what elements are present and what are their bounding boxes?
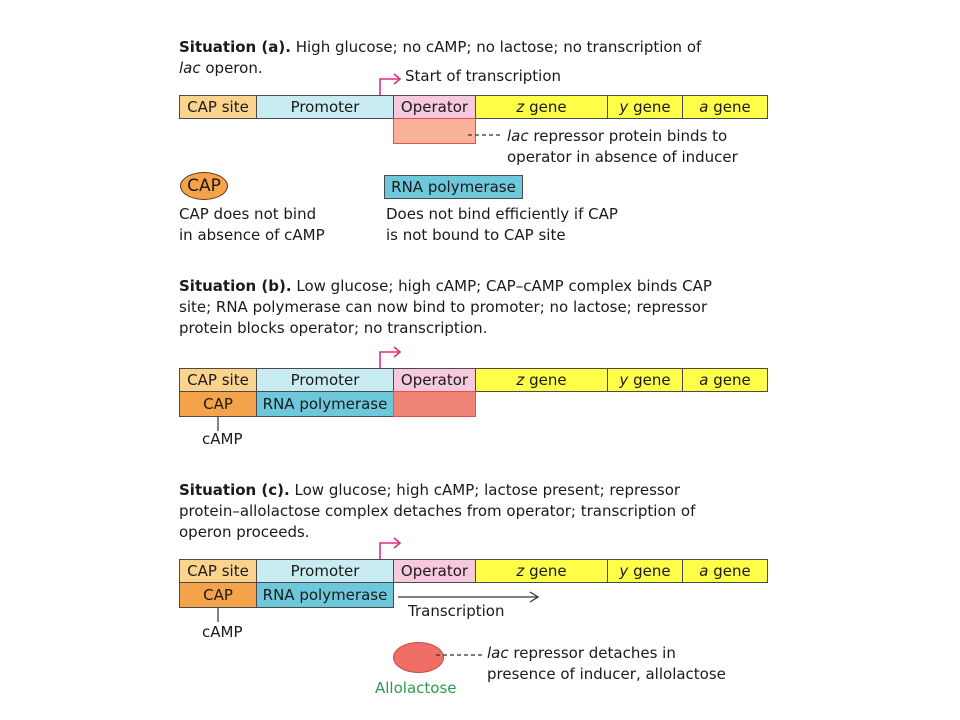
rna-polymerase-bound-c: RNA polymerase (256, 582, 394, 608)
y-gene-segment: y gene (607, 95, 683, 119)
situation-a-heading: Situation (a). High glucose; no cAMP; no… (179, 37, 779, 79)
z-gene-segment: z gene (475, 368, 608, 392)
cap-site-segment: CAP site (179, 559, 257, 583)
transcription-arrow-c (398, 591, 540, 603)
rna-polymerase-bound-b: RNA polymerase (256, 391, 394, 417)
z-gene-letter: z (516, 371, 525, 389)
situation-b-heading-line2: site; RNA polymerase can now bind to pro… (179, 298, 708, 316)
situation-c-heading-line2: protein–allolactose complex detaches fro… (179, 502, 696, 520)
y-gene-segment: y gene (607, 368, 683, 392)
situation-b-heading: Situation (b). Low glucose; high cAMP; C… (179, 276, 779, 339)
repressor-detach-note-lac: lac (487, 644, 509, 662)
y-gene-word: gene (628, 98, 671, 116)
lac-repressor-bound-a (393, 118, 476, 144)
rnap-note-line2: is not bound to CAP site (386, 226, 566, 244)
y-gene-letter: y (619, 98, 629, 116)
camp-label-c: cAMP (202, 623, 243, 641)
situation-a-heading-line2: operon. (200, 59, 263, 77)
repressor-detaches-note: lac repressor detaches in presence of in… (487, 643, 726, 685)
lac-repressor-bound-b (393, 391, 476, 417)
operator-segment: Operator (393, 368, 476, 392)
situation-a-heading-line1: High glucose; no cAMP; no lactose; no tr… (290, 38, 702, 56)
situation-c-heading-line3: operon proceeds. (179, 523, 310, 541)
a-gene-letter: a (699, 371, 709, 389)
z-gene-segment: z gene (475, 559, 608, 583)
z-gene-letter: z (516, 562, 525, 580)
a-gene-letter: a (699, 98, 709, 116)
a-gene-word: gene (708, 98, 751, 116)
cap-site-segment: CAP site (179, 95, 257, 119)
situation-b-heading-line3: protein blocks operator; no transcriptio… (179, 319, 488, 337)
a-gene-letter: a (699, 562, 709, 580)
a-gene-segment: a gene (682, 95, 768, 119)
transcription-start-arrow-c (379, 537, 402, 559)
transcription-start-arrow-b (379, 346, 402, 368)
cap-no-bind-note: CAP does not bind in absence of cAMP (179, 204, 325, 246)
repressor-note-line1: repressor protein binds to (528, 127, 728, 145)
y-gene-word: gene (628, 562, 671, 580)
y-gene-letter: y (619, 562, 629, 580)
a-gene-segment: a gene (682, 559, 768, 583)
a-gene-segment: a gene (682, 368, 768, 392)
transcription-label: Transcription (408, 602, 505, 620)
z-gene-word: gene (524, 371, 567, 389)
y-gene-segment: y gene (607, 559, 683, 583)
a-gene-word: gene (708, 562, 751, 580)
repressor-note-lac: lac (507, 127, 529, 145)
cap-note-line1: CAP does not bind (179, 205, 317, 223)
situation-c-heading-bold: Situation (c). (179, 481, 290, 499)
transcription-start-arrow-a (379, 73, 402, 95)
z-gene-word: gene (524, 98, 567, 116)
y-gene-letter: y (619, 371, 629, 389)
operator-segment: Operator (393, 559, 476, 583)
situation-a-heading-bold: Situation (a). (179, 38, 291, 56)
rnap-no-bind-note: Does not bind efficiently if CAP is not … (386, 204, 618, 246)
repressor-binds-note: lac repressor protein binds to operator … (507, 126, 738, 168)
z-gene-segment: z gene (475, 95, 608, 119)
z-gene-letter: z (516, 98, 525, 116)
situation-c-heading: Situation (c). Low glucose; high cAMP; l… (179, 480, 779, 543)
allolactose-label: Allolactose (375, 679, 457, 697)
a-gene-word: gene (708, 371, 751, 389)
repressor-detach-note-line1: repressor detaches in (508, 644, 676, 662)
y-gene-word: gene (628, 371, 671, 389)
cap-note-line2: in absence of cAMP (179, 226, 325, 244)
repressor-note-line2: operator in absence of inducer (507, 148, 738, 166)
situation-b-heading-bold: Situation (b). (179, 277, 292, 295)
rnap-note-line1: Does not bind efficiently if CAP (386, 205, 618, 223)
situation-c-heading-line1: Low glucose; high cAMP; lactose present;… (289, 481, 681, 499)
z-gene-word: gene (524, 562, 567, 580)
cap-protein-free: CAP (180, 172, 228, 200)
cap-bound-b: CAP (179, 391, 257, 417)
rna-polymerase-free: RNA polymerase (384, 175, 523, 199)
situation-b-heading-line1: Low glucose; high cAMP; CAP–cAMP complex… (291, 277, 712, 295)
operator-segment: Operator (393, 95, 476, 119)
situation-a-heading-lac: lac (179, 59, 201, 77)
repressor-allolactose-complex (393, 642, 444, 673)
camp-label-b: cAMP (202, 430, 243, 448)
start-of-transcription-label: Start of transcription (405, 67, 562, 85)
repressor-detach-note-line2: presence of inducer, allolactose (487, 665, 726, 683)
promoter-segment: Promoter (256, 95, 394, 119)
